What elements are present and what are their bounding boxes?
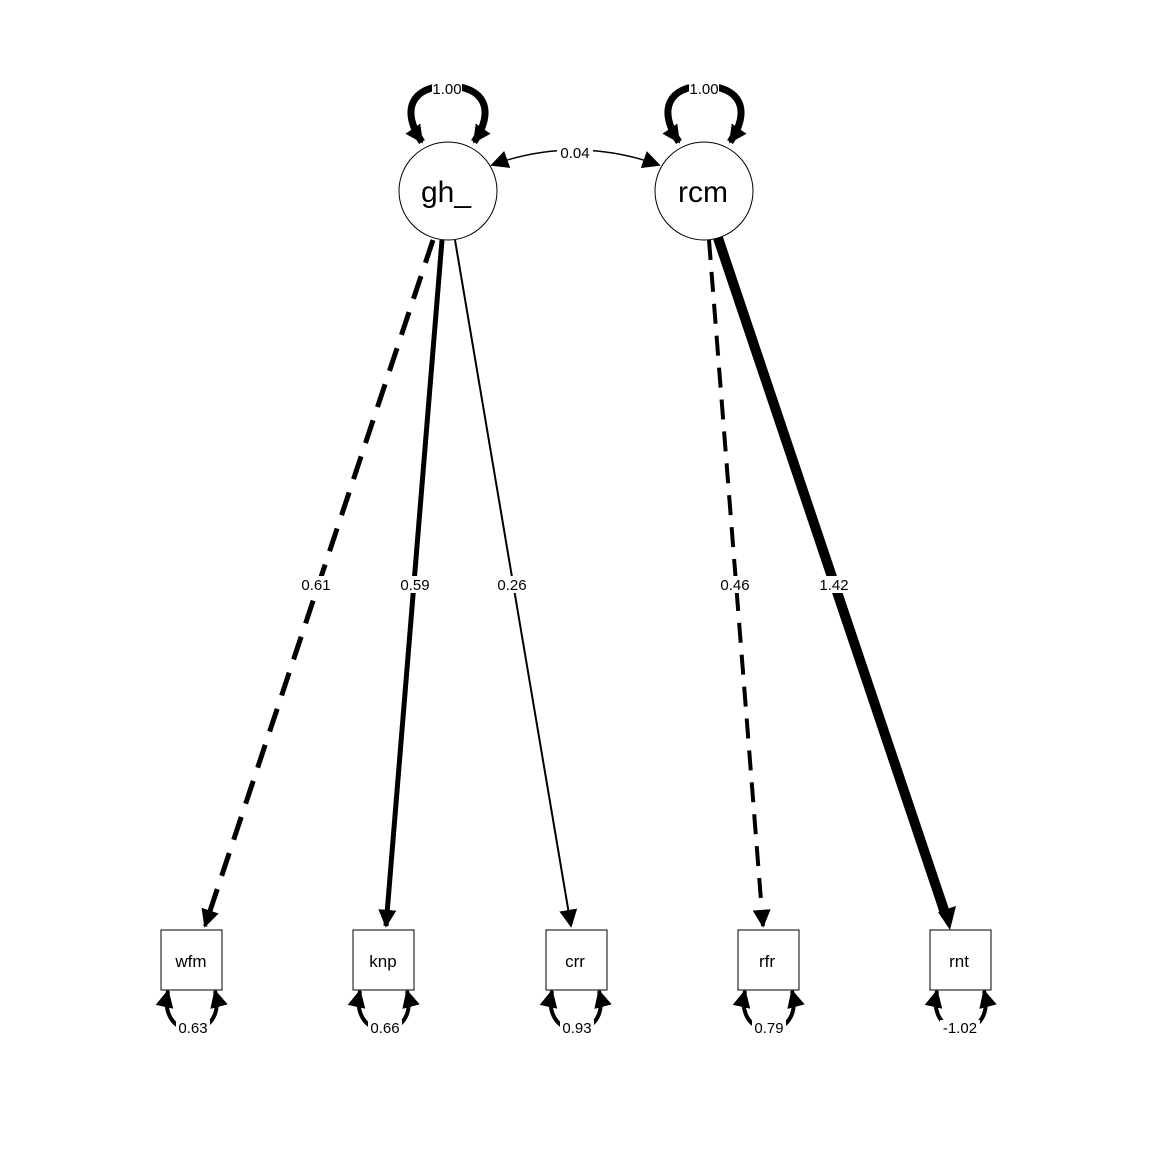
manifest-label-crr: crr (565, 952, 585, 971)
manifest-rnt: rnt (929, 929, 992, 991)
latent-label-rcm: rcm (678, 176, 728, 209)
variance-loop-rcm: 1.00 (662, 80, 747, 144)
variance-label-gh: 1.00 (432, 81, 461, 98)
loading-label-wfm: 0.61 (301, 577, 330, 594)
latent-gh: gh_ (398, 141, 498, 241)
loading-label-crr: 0.26 (497, 577, 526, 594)
loading-label-knp: 0.59 (400, 577, 429, 594)
loading-gh-crr: 0.26 (454, 239, 578, 928)
residual-loop-rfr: 0.79 (732, 989, 805, 1037)
residual-label-rfr: 0.79 (754, 1020, 783, 1037)
manifest-crr: crr (545, 929, 608, 991)
loading-gh-wfm: 0.61 (201, 239, 436, 928)
covariance-label: 0.04 (560, 145, 589, 162)
manifest-label-rnt: rnt (949, 952, 969, 971)
loading-gh-knp: 0.59 (378, 239, 445, 928)
residual-label-wfm: 0.63 (178, 1020, 207, 1037)
residual-label-crr: 0.93 (562, 1020, 591, 1037)
loading-rcm-rnt: 1.42 (713, 236, 956, 930)
manifest-label-knp: knp (369, 952, 396, 971)
residual-loop-wfm: 0.63 (155, 989, 228, 1037)
residual-label-knp: 0.66 (370, 1020, 399, 1037)
latent-label-gh: gh_ (421, 176, 472, 209)
manifest-label-wfm: wfm (174, 952, 206, 971)
residual-loop-rnt: -1.02 (924, 989, 997, 1037)
residual-loop-crr: 0.93 (539, 989, 612, 1037)
loading-rcm-rfr: 0.46 (707, 239, 771, 928)
latent-rcm: rcm (654, 141, 754, 241)
manifest-label-rfr: rfr (759, 952, 775, 971)
variance-label-rcm: 1.00 (689, 81, 718, 98)
manifest-rfr: rfr (737, 929, 800, 991)
residual-loop-knp: 0.66 (347, 989, 420, 1037)
manifest-wfm: wfm (160, 929, 223, 991)
covariance-arc: 0.04 (490, 145, 661, 169)
residual-label-rnt: -1.02 (943, 1020, 977, 1037)
loading-label-rfr: 0.46 (720, 577, 749, 594)
loading-label-rnt: 1.42 (819, 577, 848, 594)
manifest-knp: knp (352, 929, 415, 991)
variance-loop-gh: 1.00 (405, 80, 491, 144)
